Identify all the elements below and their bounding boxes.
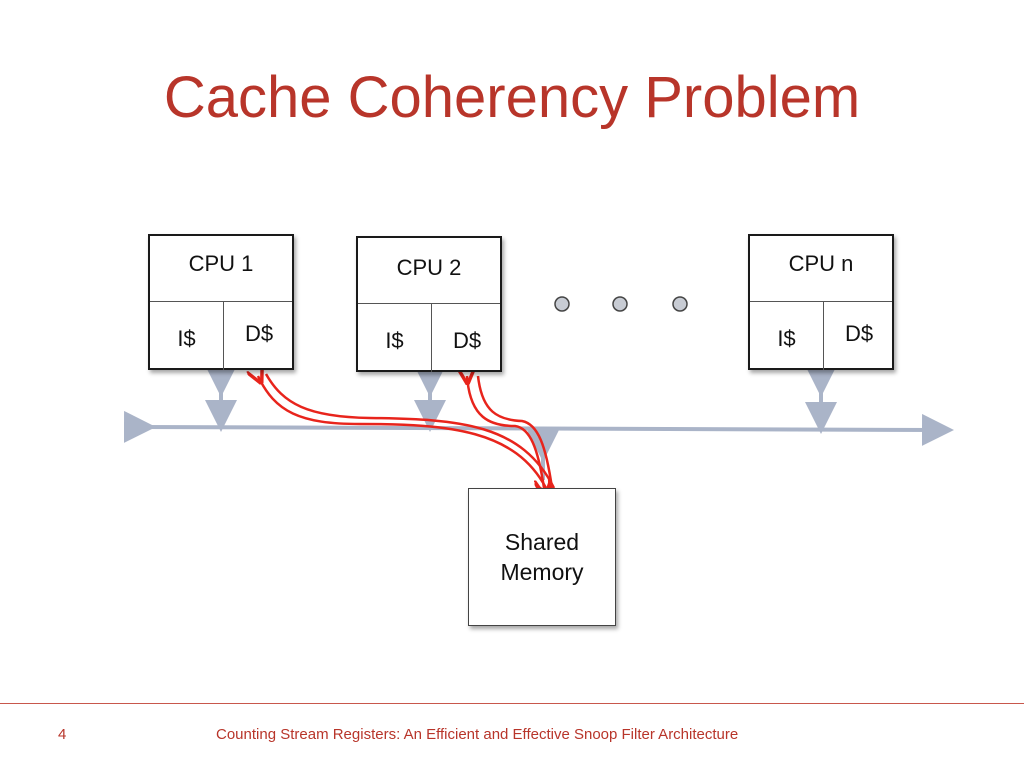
slide-title: Cache Coherency Problem <box>163 65 861 130</box>
coherency-arrow-cpu2-a <box>467 376 544 488</box>
page-number: 4 <box>58 726 67 743</box>
cpu-n-box: CPU n I$ D$ <box>748 234 894 370</box>
cpu-2-dcache: D$ <box>452 328 482 353</box>
footer-divider <box>0 703 1024 704</box>
ellipsis-dot <box>672 296 688 312</box>
cpu-2-label: CPU 2 <box>358 238 500 304</box>
cpu-2-icache: I$ <box>358 304 432 372</box>
coherency-arrow-cpu2-b <box>476 375 554 489</box>
cpu-n-icache: I$ <box>750 302 824 370</box>
coherency-arrow-cpu1-a <box>258 376 546 488</box>
memory-label-line2: Memory <box>500 559 584 585</box>
cpu-1-icache: I$ <box>150 302 224 370</box>
cpu-1-label: CPU 1 <box>150 236 292 302</box>
footer-title: Counting Stream Registers: An Efficient … <box>216 726 739 743</box>
memory-label-line1: Shared <box>504 529 580 555</box>
ellipsis-dot <box>554 296 570 312</box>
system-bus <box>123 410 954 446</box>
cpu-2-box: CPU 2 I$ D$ <box>356 236 502 372</box>
cpu-n-label: CPU n <box>750 236 892 302</box>
coherency-arrow-cpu1-b <box>264 373 556 489</box>
cpu-n-dcache: D$ <box>844 321 874 346</box>
ellipsis-dot <box>612 296 628 312</box>
cpu-1-box: CPU 1 I$ D$ <box>148 234 294 370</box>
shared-memory-box: Shared Memory <box>468 488 616 626</box>
cpu-1-dcache: D$ <box>244 321 274 346</box>
